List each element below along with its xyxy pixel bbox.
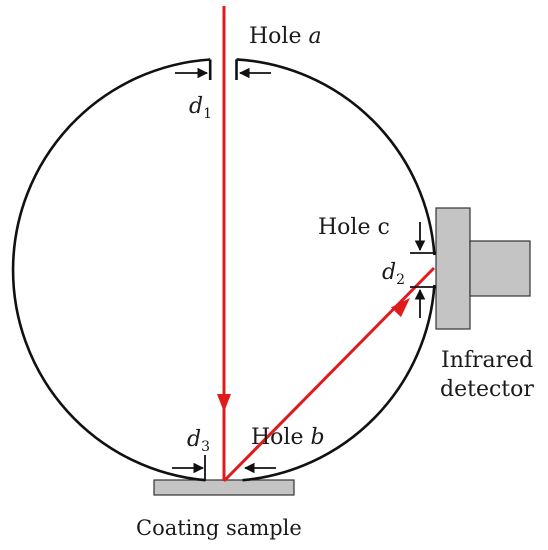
detector-label-line2: detector xyxy=(440,377,534,402)
coating-sample-label: Coating sample xyxy=(136,516,302,540)
detector-plate xyxy=(435,207,471,330)
sphere-arc-left xyxy=(11,58,211,482)
coating-sample-plate xyxy=(153,479,295,496)
sphere-arc-upper-right xyxy=(236,58,436,256)
hole-b-label: Hole b xyxy=(251,425,325,450)
d1-label: d1 xyxy=(189,94,212,122)
hole-c-label: Hole c xyxy=(318,215,390,240)
detector-label-line1: Infrared xyxy=(441,348,533,373)
reflected-beam-arrowhead xyxy=(390,298,410,318)
d3-label: d3 xyxy=(187,427,210,455)
detector-body xyxy=(469,240,531,297)
hole-a-label: Hole a xyxy=(249,24,322,49)
sphere-arc-bottom-right xyxy=(242,284,436,482)
incident-beam-arrowhead xyxy=(217,394,231,412)
d2-label: d2 xyxy=(382,260,405,288)
